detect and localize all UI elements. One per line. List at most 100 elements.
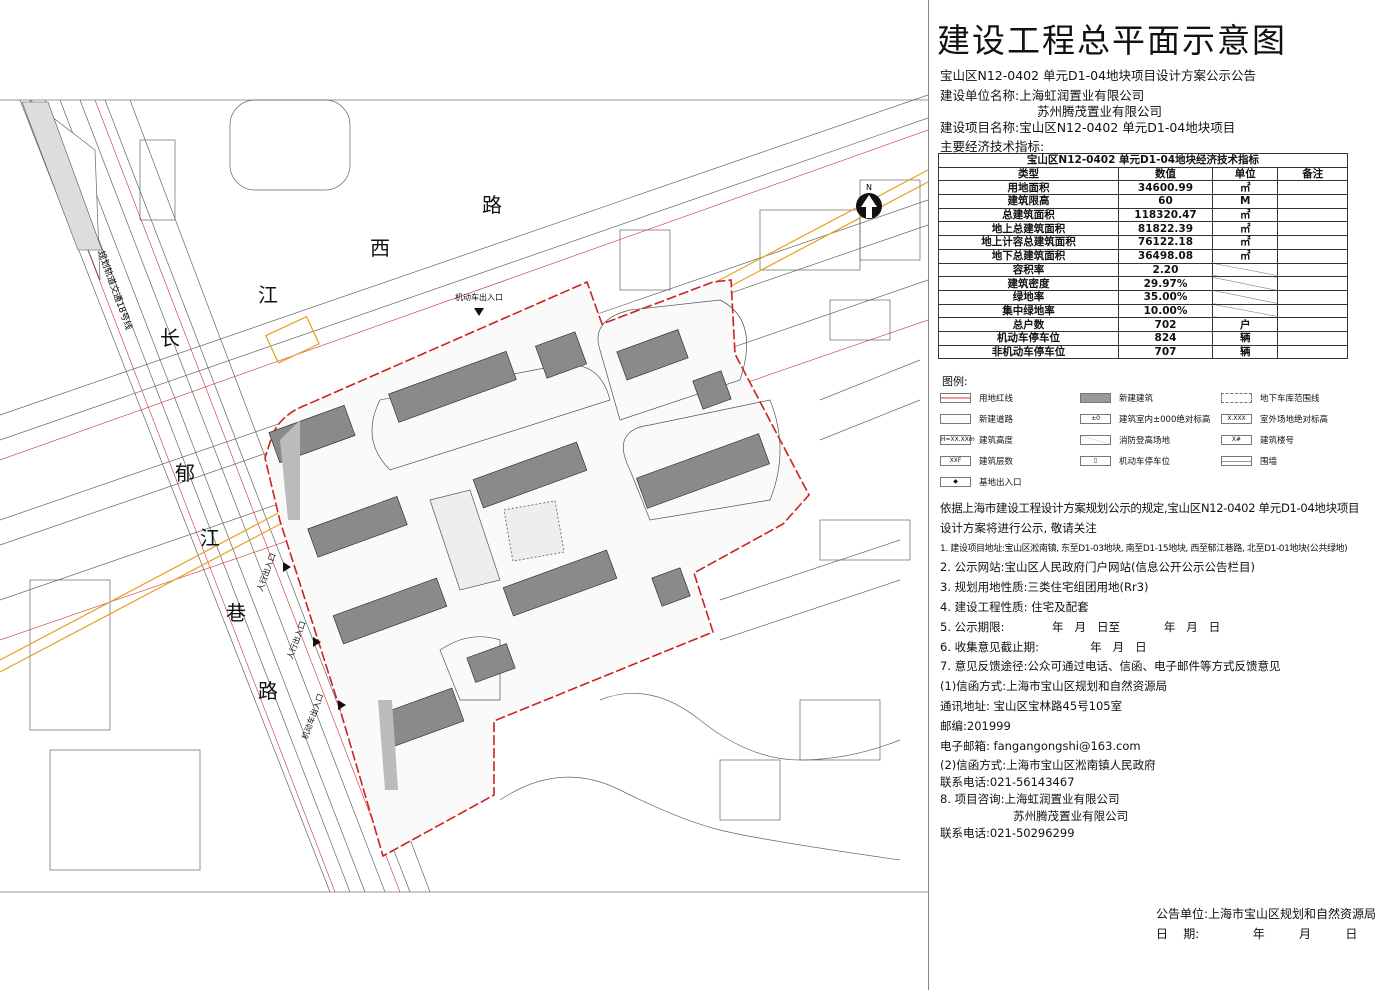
building	[388, 350, 517, 423]
cell-value: 2.20	[1117, 262, 1214, 278]
cell-type: 建筑密度	[938, 276, 1119, 291]
cell-remark	[1277, 262, 1348, 278]
green-strip	[378, 700, 398, 790]
legend-label: 消防登高场地	[1119, 436, 1171, 446]
notice-item: 4. 建设工程性质: 住宅及配套	[940, 599, 1089, 614]
table-header: 类型 数值 单位 备注	[938, 166, 1348, 182]
legend-label: 用地红线	[979, 394, 1014, 404]
cell-remark	[1277, 276, 1348, 291]
legend-item: 新建建筑	[1080, 392, 1153, 404]
cell-type: 地上总建筑面积	[938, 221, 1119, 237]
legend-label: 机动车停车位	[1119, 457, 1171, 467]
road-name-char: 江	[200, 526, 220, 550]
cell-type: 用地面积	[938, 180, 1119, 196]
outdoor-elevation-swatch-icon: X.XXX	[1221, 414, 1252, 424]
basement-podium	[429, 489, 501, 591]
builder-name: 建设单位名称:上海虹润置业有限公司	[940, 88, 1145, 103]
cell-type: 总户数	[938, 317, 1119, 332]
parking-swatch-icon: ▯	[1080, 456, 1111, 466]
header-unit: 单位	[1212, 166, 1279, 182]
publisher: 公告单位:上海市宝山区规划和自然资源局	[1156, 907, 1377, 921]
notice-item: 3. 规划用地性质:三类住宅组团用地(Rr3)	[940, 580, 1149, 595]
entrance-label: 机动车出入口	[299, 692, 325, 741]
red-line-swatch-icon	[940, 393, 971, 403]
legend-item: 用地红线	[940, 392, 1013, 404]
panel-divider	[928, 0, 929, 990]
central-plaza	[503, 500, 565, 562]
fire-area-swatch-icon	[1080, 435, 1111, 445]
road-name-char: 江	[258, 283, 278, 307]
legend-item: X.XXX 室外场地绝对标高	[1221, 413, 1328, 425]
wall-swatch-icon	[1221, 456, 1252, 466]
cell-unit: 户	[1212, 317, 1279, 332]
cell-type: 机动车停车位	[938, 330, 1119, 346]
notice-title: 宝山区N12-0402 单元D1-04地块项目设计方案公示公告	[940, 68, 1257, 83]
legend-label: 室外场地绝对标高	[1260, 415, 1329, 425]
site-red-line	[264, 279, 810, 858]
cell-type: 集中绿地率	[938, 303, 1119, 319]
indoor-elevation-swatch-icon: ±0	[1080, 414, 1111, 424]
cell-type: 总建筑面积	[938, 207, 1119, 223]
table-caption: 宝山区N12-0402 单元D1-04地块经济技术指标	[938, 153, 1348, 168]
notice-item: 6. 收集意见截止期: 年 月 日	[940, 639, 1147, 654]
notice-item: 5. 公示期限: 年 月 日至 年 月 日	[940, 619, 1221, 634]
notice-item: 苏州腾茂置业有限公司	[940, 809, 1129, 824]
notice-item: 通讯地址: 宝山区宝林路45号105室	[940, 698, 1123, 713]
building	[502, 549, 618, 617]
cell-type: 绿地率	[938, 289, 1119, 305]
building	[616, 329, 689, 381]
cell-type: 非机动车停车位	[938, 344, 1119, 360]
kpi-table: 宝山区N12-0402 单元D1-04地块经济技术指标 类型 数值 单位 备注 …	[938, 153, 1348, 360]
cell-value: 81822.39	[1117, 221, 1214, 237]
legend-item: 围墙	[1221, 455, 1277, 467]
cell-remark	[1277, 248, 1348, 264]
cell-unit: M	[1212, 194, 1279, 209]
cell-remark	[1277, 180, 1348, 196]
north-arrow-icon: N	[856, 183, 882, 219]
notice-item: 邮编:201999	[940, 718, 1011, 733]
green-strip	[280, 420, 300, 520]
cell-remark	[1277, 330, 1348, 346]
entrance-label: 人行出入口	[254, 552, 277, 593]
cell-unit: ㎡	[1212, 207, 1279, 223]
header-value: 数值	[1117, 166, 1214, 182]
legend-item: ▯ 机动车停车位	[1080, 455, 1170, 467]
site-plan-map: 长 江 西 路 郁 江 巷 路 规划轨道交通18号线 机动车出入口 人行出入口 …	[0, 94, 928, 893]
notice-item: (2)信函方式:上海市宝山区淞南镇人民政府	[940, 758, 1156, 773]
notice-item: 联系电话:021-56143467	[940, 775, 1075, 790]
legend-label: 建筑层数	[979, 457, 1014, 467]
publish-date: 日 期: 年 月 日	[1156, 927, 1358, 941]
road-name-char: 路	[482, 193, 502, 217]
legend-item: 新建道路	[940, 413, 1013, 425]
building	[651, 567, 691, 607]
entrance-swatch-icon: ◆	[940, 477, 971, 487]
cell-value: 118320.47	[1117, 207, 1214, 223]
notice-intro: 设计方案将进行公示, 敬请关注	[940, 520, 1097, 535]
legend-item: 消防登高场地	[1080, 434, 1170, 446]
cell-unit: ㎡	[1212, 248, 1279, 264]
cell-unit: ㎡	[1212, 180, 1279, 196]
legend-item: 地下车库范围线	[1221, 392, 1320, 404]
header-type: 类型	[938, 166, 1119, 182]
info-panel: 建设工程总平面示意图 宝山区N12-0402 单元D1-04地块项目设计方案公示…	[928, 0, 1400, 990]
cell-value: 702	[1117, 317, 1214, 332]
cell-value: 35.00%	[1117, 289, 1214, 305]
notice-intro: 依据上海市建设工程设计方案规划公示的规定,宝山区N12-0402 单元D1-04…	[940, 501, 1360, 515]
cell-type: 容积率	[938, 262, 1119, 278]
legend-label: 围墙	[1260, 457, 1278, 467]
legend-label: 新建道路	[979, 415, 1014, 425]
cell-type: 地下总建筑面积	[938, 248, 1119, 264]
cell-type: 地上计容总建筑面积	[938, 235, 1119, 250]
cell-value: 707	[1117, 344, 1214, 360]
legend-item: X#建筑楼号	[1221, 434, 1294, 446]
entrance-arrow-icons	[283, 308, 484, 710]
cell-remark	[1277, 235, 1348, 250]
cell-unit	[1212, 289, 1279, 305]
